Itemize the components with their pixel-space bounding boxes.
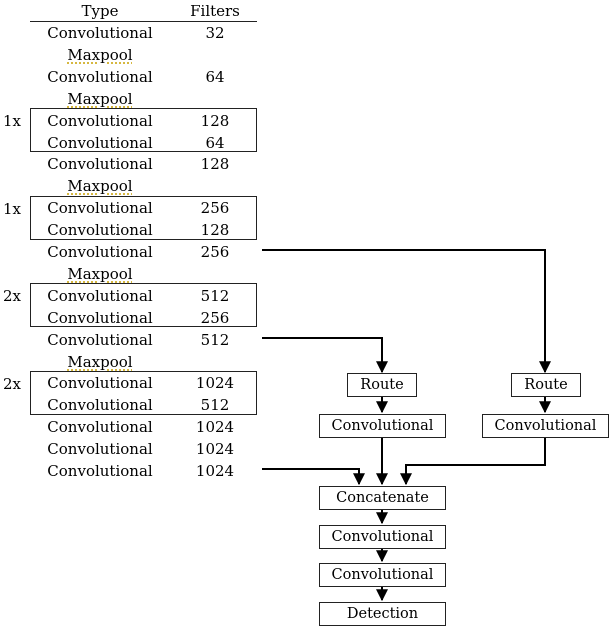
filters-cell: 256 [200,243,230,261]
connector-conv-b-to-concat [400,438,546,486]
route-box-a: Route [347,373,417,397]
convolutional-box-b: Convolutional [482,414,609,438]
detection-box: Detection [319,602,446,626]
repeat-group-3 [30,283,257,327]
maxpool-row: Maxpool [67,177,133,195]
filters-cell: 1024 [195,418,235,436]
filters-cell: 64 [205,68,225,86]
repeat-label-2: 1x [3,200,22,218]
filters-cell: 1024 [195,462,235,480]
repeat-label-3: 2x [3,287,22,305]
convolutional-row: Convolutional [47,374,153,392]
convolutional-row: Convolutional [47,199,153,217]
convolutional-row: Convolutional [47,155,153,173]
convolutional-row: Convolutional [47,418,153,436]
header-filters: Filters [190,2,240,20]
repeat-group-4 [30,371,257,415]
maxpool-row: Maxpool [67,265,133,283]
filters-cell: 256 [200,199,230,217]
filters-cell: 512 [200,331,230,349]
repeat-label-4: 2x [3,375,22,393]
connector-conv256-to-route-b [262,249,551,374]
maxpool-row: Maxpool [67,90,133,108]
maxpool-row: Maxpool [67,46,133,64]
header-divider [30,21,257,22]
convolutional-row: Convolutional [47,396,153,414]
convolutional-row: Convolutional [47,462,153,480]
convolutional-row: Convolutional [47,331,153,349]
repeat-group-1 [30,108,257,152]
filters-cell: 32 [205,24,225,42]
connector-conv512-to-route-a [262,337,388,374]
filters-cell: 64 [205,134,225,152]
filters-cell: 512 [200,396,230,414]
concatenate-box: Concatenate [319,486,446,510]
convolutional-box-a: Convolutional [319,414,446,438]
convolutional-row: Convolutional [47,243,153,261]
convolutional-row: Convolutional [47,112,153,130]
repeat-group-2 [30,196,257,240]
route-box-b: Route [511,373,581,397]
repeat-label-1: 1x [3,112,22,130]
header-type: Type [81,2,119,20]
convolutional-row: Convolutional [47,134,153,152]
filters-cell: 512 [200,287,230,305]
filters-cell: 128 [200,112,230,130]
convolutional-box-c: Convolutional [319,525,446,549]
filters-cell: 256 [200,309,230,327]
filters-cell: 128 [200,221,230,239]
convolutional-row: Convolutional [47,309,153,327]
filters-cell: 128 [200,155,230,173]
convolutional-row: Convolutional [47,221,153,239]
convolutional-row: Convolutional [47,440,153,458]
convolutional-row: Convolutional [47,24,153,42]
convolutional-box-d: Convolutional [319,563,446,587]
convolutional-row: Convolutional [47,287,153,305]
filters-cell: 1024 [195,374,235,392]
filters-cell: 1024 [195,440,235,458]
convolutional-row: Convolutional [47,68,153,86]
connector-conv1024-to-concat [262,468,365,486]
maxpool-row: Maxpool [67,353,133,371]
